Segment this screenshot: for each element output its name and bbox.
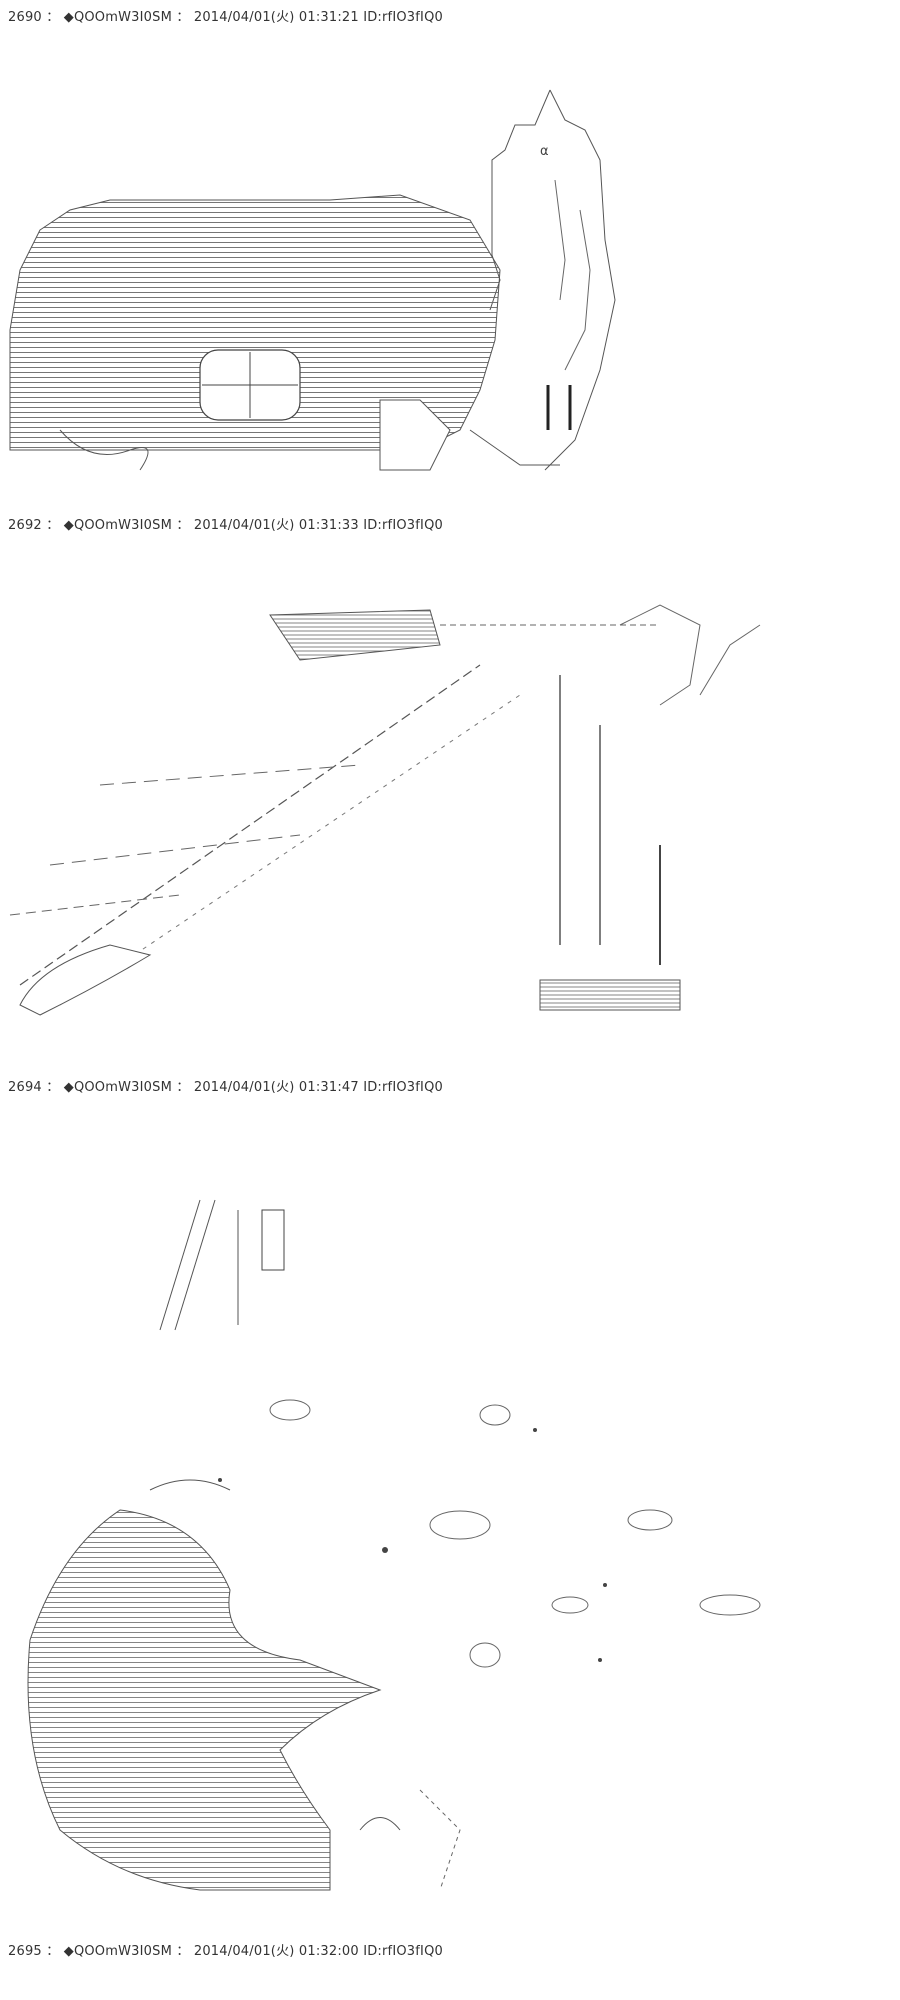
post-header-2690: 2690 ： ◆QOOmW3I0SM ： 2014/04/01(火) 01:31…: [8, 10, 443, 25]
post-header-2695: 2695 ： ◆QOOmW3I0SM ： 2014/04/01(火) 01:32…: [8, 1944, 443, 1959]
svg-text:α: α: [540, 144, 549, 159]
post-header-2692: 2692 ： ◆QOOmW3I0SM ： 2014/04/01(火) 01:31…: [8, 518, 443, 533]
ascii-art-tank-mech: α: [0, 70, 900, 490]
ascii-art-lance-strike: [0, 585, 900, 1055]
post-header-2694: 2694 ： ◆QOOmW3I0SM ： 2014/04/01(火) 01:31…: [8, 1080, 443, 1095]
ascii-art-sphere-explosion: [0, 1190, 900, 1900]
